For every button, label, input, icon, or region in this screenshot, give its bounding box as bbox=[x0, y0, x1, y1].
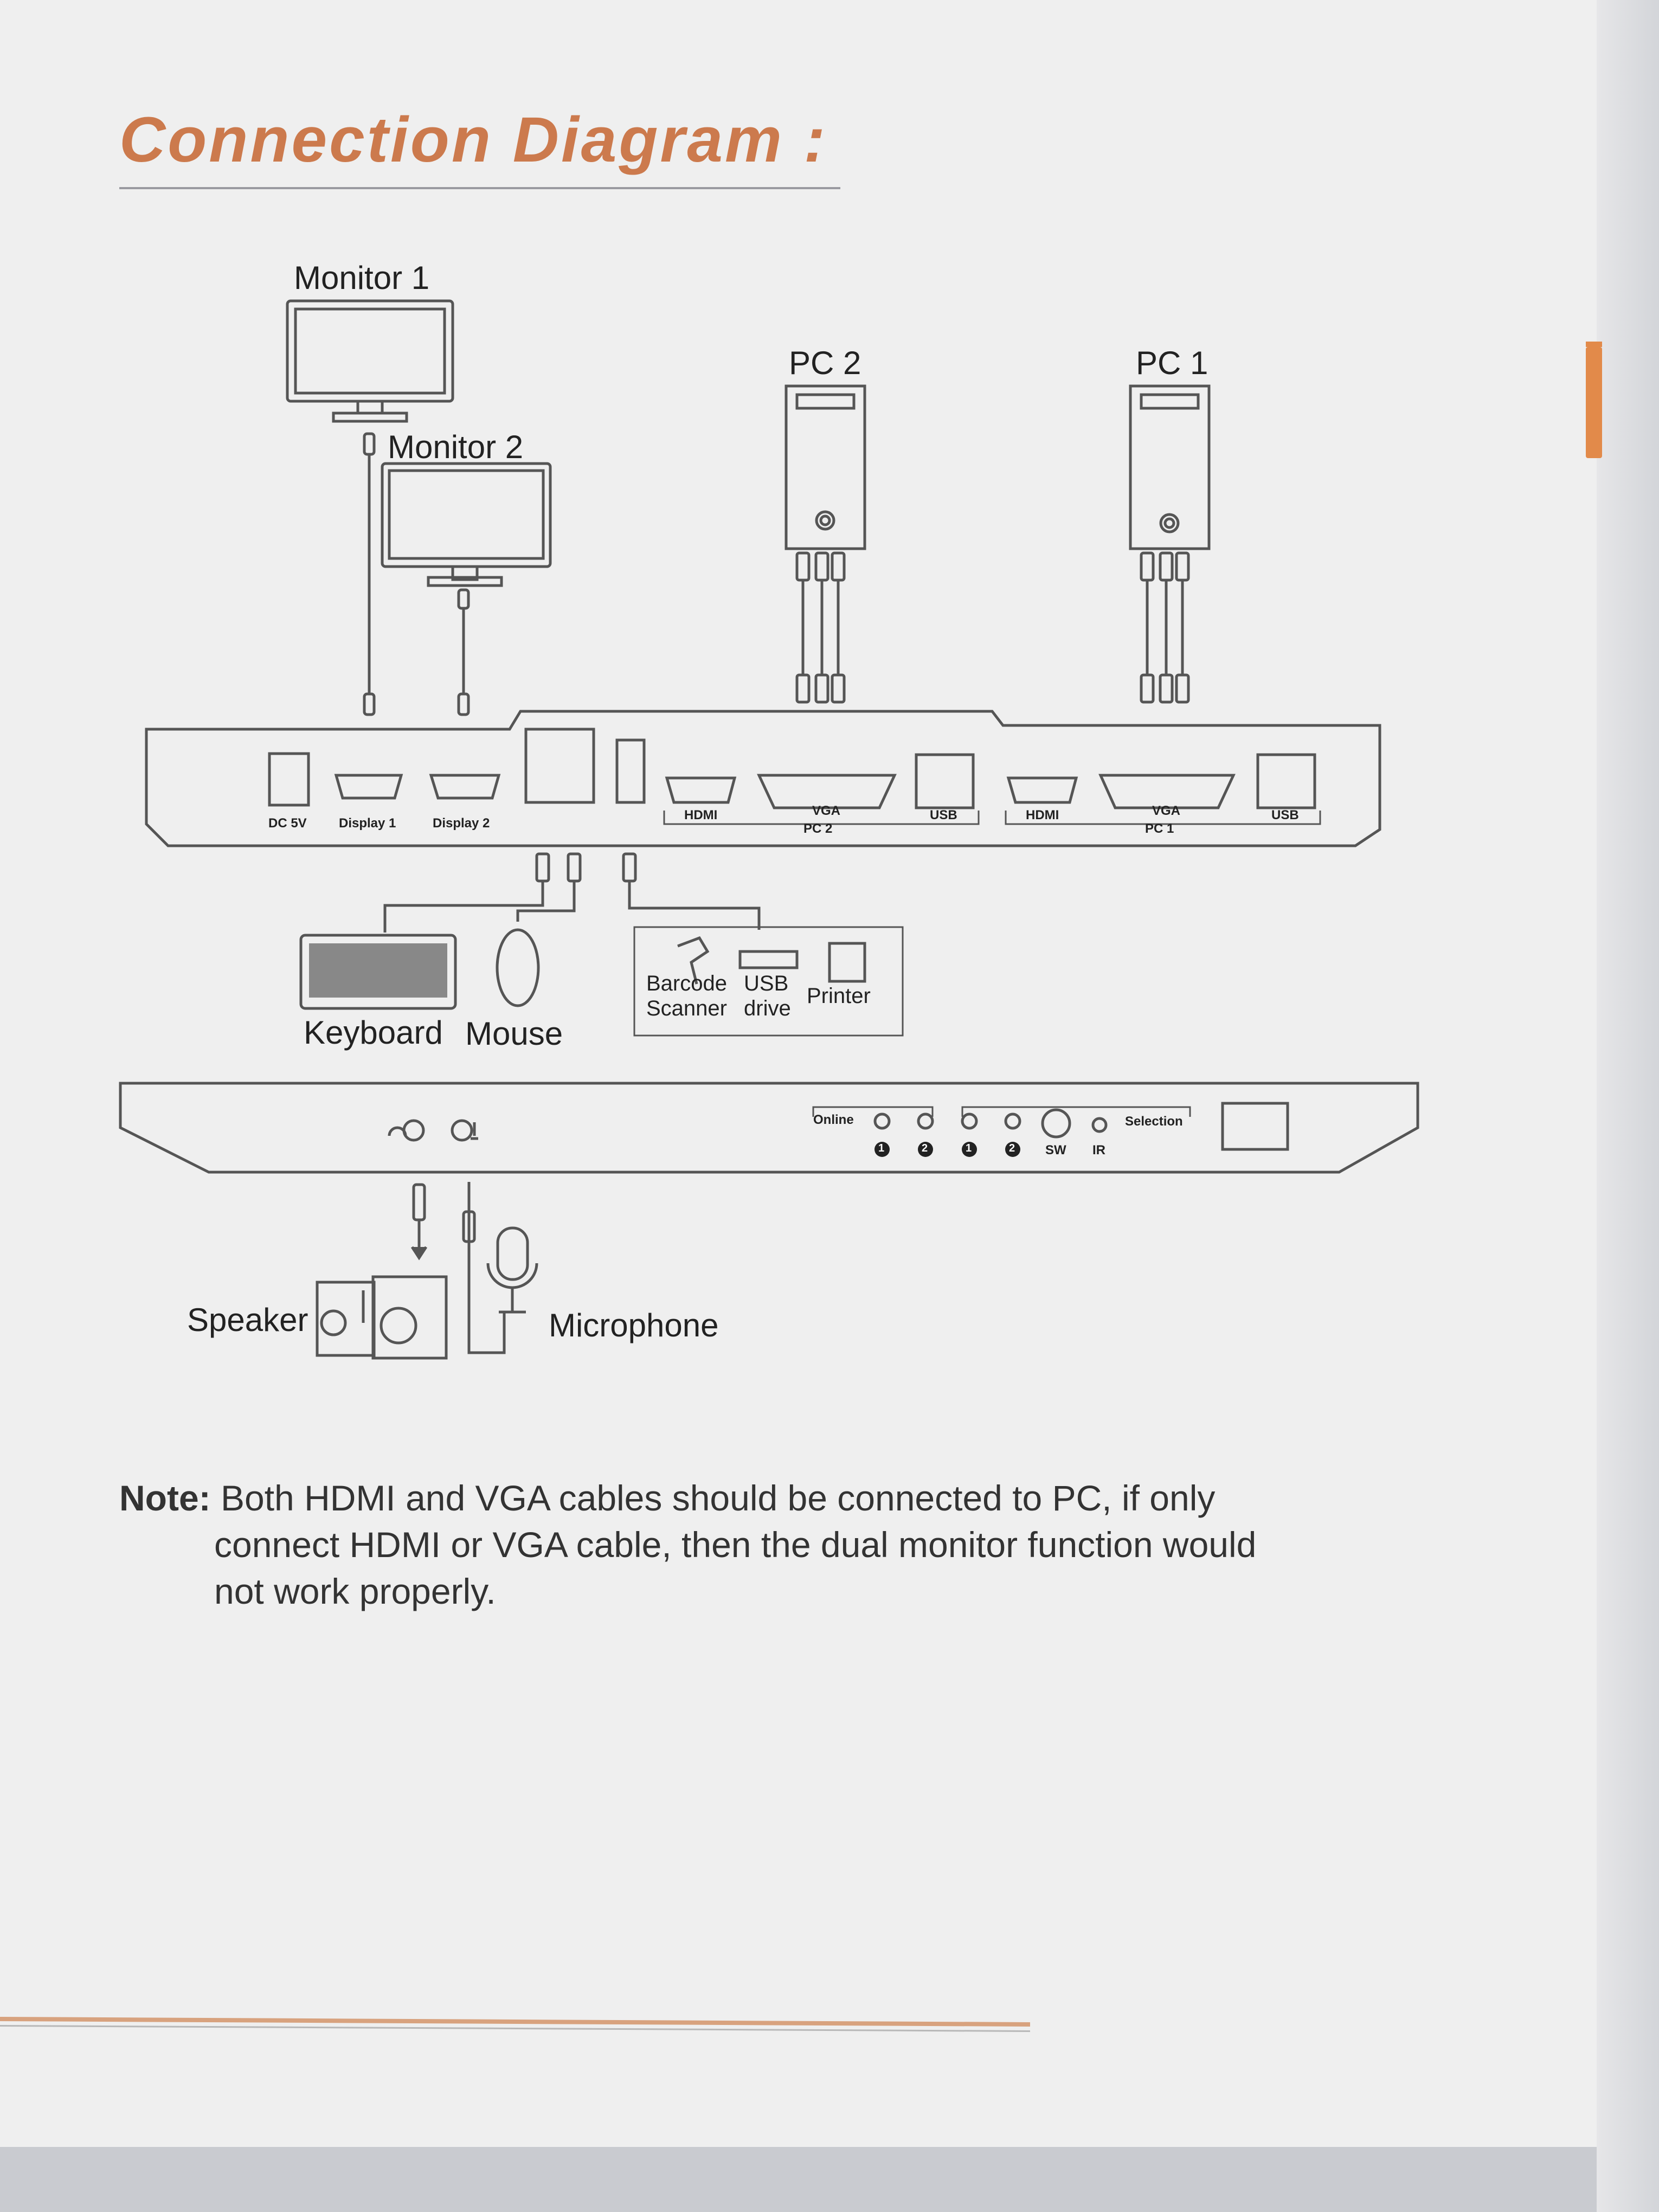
monitor-1-label: Monitor 1 bbox=[294, 260, 430, 296]
page-title: Connection Diagram : bbox=[119, 104, 827, 176]
usb-pc1-label: USB bbox=[1271, 808, 1299, 822]
page-edge bbox=[1597, 0, 1659, 2212]
pc-1-label: PC 1 bbox=[1136, 345, 1208, 381]
note-paragraph: Note: Both HDMI and VGA cables should be… bbox=[119, 1475, 1393, 1615]
printer-icon bbox=[828, 942, 866, 983]
usb-devices-box bbox=[633, 926, 904, 1037]
vga-pc2-label: VGA bbox=[812, 803, 841, 818]
select-port1-number: 1 bbox=[966, 1142, 972, 1154]
select-port2-number: 2 bbox=[1009, 1142, 1015, 1154]
scanner-label: Scanner bbox=[646, 996, 727, 1020]
drive-label: drive bbox=[744, 996, 791, 1020]
hdmi-pc2-label: HDMI bbox=[684, 808, 718, 822]
kvm-rear-panel bbox=[145, 710, 1381, 847]
kvm-front-panel bbox=[119, 1082, 1419, 1174]
note-line-2: connect HDMI or VGA cable, then the dual… bbox=[214, 1525, 1257, 1565]
display-cables bbox=[363, 432, 470, 716]
ir-label: IR bbox=[1092, 1143, 1105, 1158]
display1-port-label: Display 1 bbox=[339, 816, 396, 831]
vga-pc1-label: VGA bbox=[1152, 803, 1181, 818]
online-port2-number: 2 bbox=[922, 1142, 928, 1154]
barcode-scanner-icon bbox=[677, 936, 710, 985]
speaker-icon bbox=[316, 1275, 448, 1360]
pc-2-tower-icon bbox=[785, 384, 866, 704]
pc1-port-group-label: PC 1 bbox=[1145, 821, 1174, 836]
monitor-2-icon bbox=[381, 462, 552, 587]
speaker-label: Speaker bbox=[187, 1302, 308, 1338]
section-tab-cap bbox=[1586, 342, 1602, 347]
usb-label: USB bbox=[744, 972, 789, 995]
online-label: Online bbox=[813, 1113, 854, 1127]
section-tab-marker bbox=[1586, 347, 1602, 458]
barcode-label: Barcode bbox=[646, 972, 727, 995]
monitor-2-label: Monitor 2 bbox=[388, 429, 524, 465]
sw-label: SW bbox=[1045, 1143, 1066, 1158]
keyboard-label: Keyboard bbox=[304, 1014, 443, 1051]
monitor-1-icon bbox=[286, 299, 454, 423]
audio-cables bbox=[410, 1182, 515, 1354]
printer-label: Printer bbox=[807, 984, 871, 1008]
microphone-icon bbox=[486, 1226, 538, 1314]
usb-drive-icon bbox=[738, 950, 799, 969]
usb-pc2-label: USB bbox=[930, 808, 957, 822]
hdmi-pc1-label: HDMI bbox=[1026, 808, 1059, 822]
pc2-port-group-label: PC 2 bbox=[803, 821, 833, 836]
online-port1-number: 1 bbox=[878, 1142, 885, 1154]
note-line-1: Both HDMI and VGA cables should be conne… bbox=[210, 1478, 1216, 1518]
display2-port-label: Display 2 bbox=[433, 816, 490, 831]
manual-page bbox=[0, 0, 1605, 2147]
selection-label: Selection bbox=[1125, 1114, 1183, 1129]
mouse-icon bbox=[496, 928, 540, 1007]
mouse-label: Mouse bbox=[465, 1015, 563, 1052]
dc5v-port-label: DC 5V bbox=[268, 816, 307, 831]
title-underline bbox=[119, 187, 840, 189]
note-label: Note: bbox=[119, 1478, 211, 1518]
microphone-label: Microphone bbox=[549, 1307, 719, 1343]
note-line-3: not work properly. bbox=[214, 1571, 496, 1611]
pc-2-label: PC 2 bbox=[789, 345, 861, 381]
usb-plugs bbox=[383, 852, 761, 933]
pc-1-tower-icon bbox=[1129, 384, 1211, 704]
keyboard-icon bbox=[299, 934, 457, 1010]
